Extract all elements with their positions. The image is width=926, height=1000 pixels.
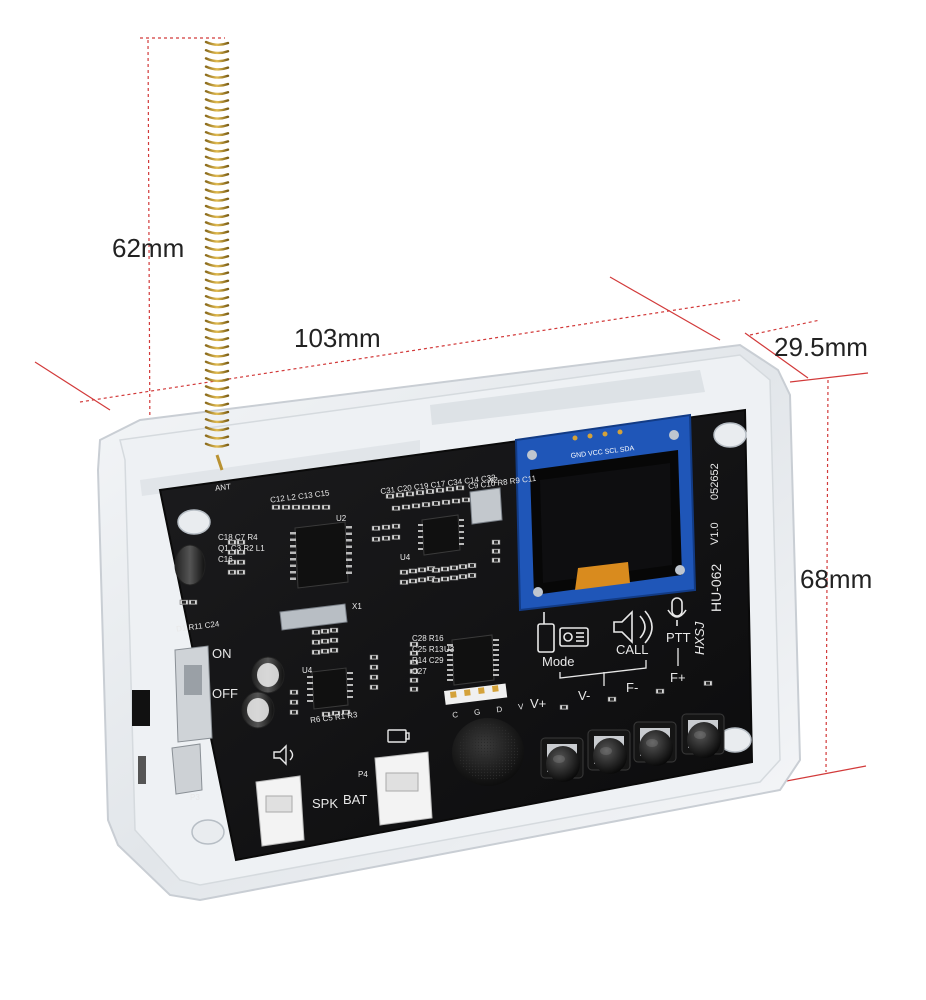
refs-left: C18 C7 R4 Q1 C3 R2 L1 C16 bbox=[218, 533, 265, 564]
power-on-label: ON bbox=[212, 646, 232, 661]
connector-spk[interactable] bbox=[255, 775, 305, 847]
chip-u3-label: U3 bbox=[444, 645, 455, 654]
dim-width: 103mm bbox=[294, 323, 381, 353]
call-label: CALL bbox=[616, 642, 649, 657]
radio-icon bbox=[537, 612, 589, 653]
usb-port[interactable] bbox=[138, 743, 203, 795]
microphone bbox=[452, 718, 524, 786]
brand-script: HXSJ bbox=[692, 621, 707, 655]
speaker-icon bbox=[613, 610, 653, 644]
chip-pins bbox=[290, 519, 499, 702]
antenna-coil bbox=[204, 40, 230, 471]
button-label-vplus: V+ bbox=[530, 696, 547, 711]
crystal-x1 bbox=[279, 603, 348, 631]
button-label-fplus: F+ bbox=[670, 670, 686, 685]
dim-antenna-height: 62mm bbox=[112, 233, 184, 263]
board-version: V1.0 bbox=[709, 522, 721, 545]
battery-icon bbox=[387, 729, 410, 743]
board-model: HU-062 bbox=[708, 563, 724, 612]
board-serial: 052652 bbox=[709, 463, 721, 500]
mode-label: Mode bbox=[542, 654, 575, 669]
chip-u2-label: U2 bbox=[336, 514, 347, 523]
button-label-vminus: V- bbox=[578, 688, 591, 703]
crystal-x1-label: X1 bbox=[352, 602, 362, 611]
smd-components bbox=[179, 485, 713, 717]
speaker-port-label: SPK bbox=[312, 796, 339, 811]
chip-u4-label: U4 bbox=[302, 666, 313, 675]
crystal-x2 bbox=[469, 487, 503, 525]
dim-height: 68mm bbox=[800, 564, 872, 594]
pin-header bbox=[444, 683, 508, 705]
button-label-fminus: F- bbox=[626, 680, 639, 695]
power-switch[interactable] bbox=[132, 645, 213, 743]
refs-lower: C28 R16 C25 R13 R14 C29 C27 bbox=[412, 634, 444, 676]
oled-module bbox=[514, 413, 697, 612]
chips bbox=[294, 514, 495, 710]
port-p3-label: P3 bbox=[190, 793, 200, 802]
power-off-label: OFF bbox=[212, 686, 238, 701]
mode-call-bracket bbox=[559, 648, 679, 686]
antenna-pad-label: ANT bbox=[214, 482, 232, 493]
battery-port-label: BAT bbox=[343, 792, 368, 807]
dim-depth: 29.5mm bbox=[774, 332, 868, 362]
mic-icon bbox=[667, 597, 687, 626]
crystal-x2-label: X2 bbox=[488, 476, 498, 485]
port-p4-label: P4 bbox=[358, 770, 368, 779]
chip-u4-top-label: U4 bbox=[400, 553, 411, 562]
connector-bat[interactable] bbox=[374, 751, 433, 826]
dimension-lines bbox=[34, 37, 869, 787]
ptt-label: PTT bbox=[666, 630, 691, 645]
capacitors bbox=[174, 544, 285, 729]
tactile-buttons[interactable] bbox=[540, 713, 725, 782]
speaker-port-icon bbox=[273, 744, 294, 766]
